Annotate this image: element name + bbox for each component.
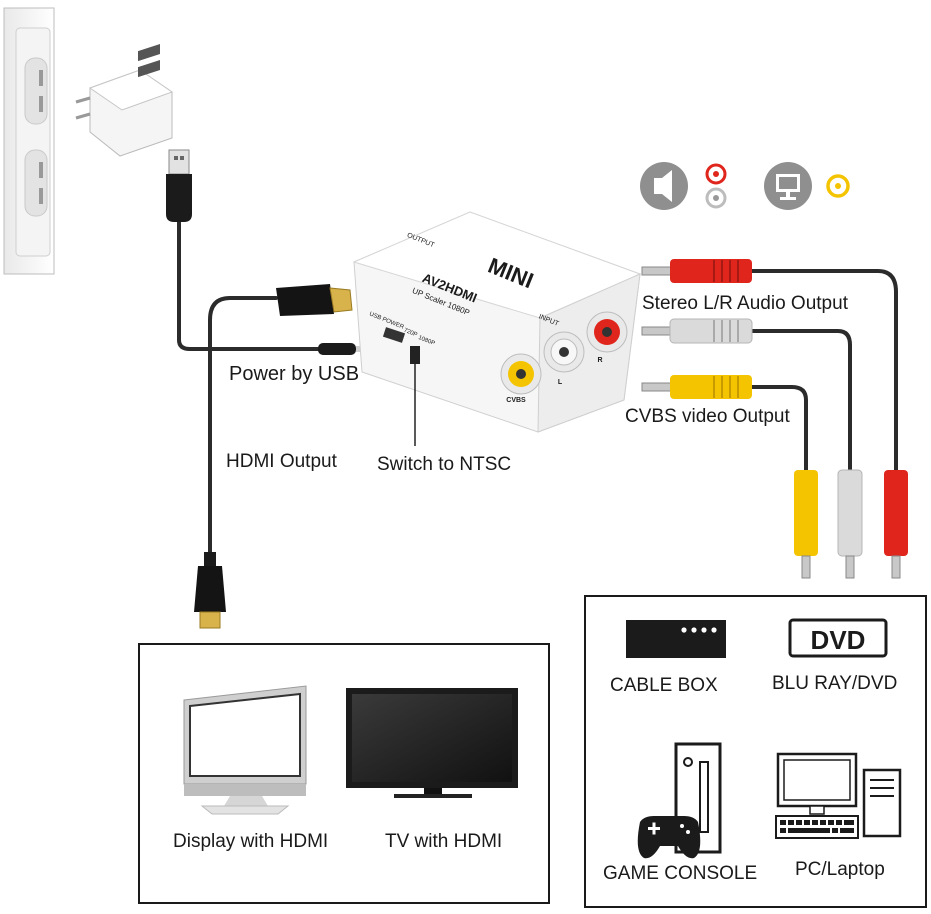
game-controller-icon	[637, 816, 701, 859]
usb-wall-adapter-icon	[75, 44, 174, 157]
bluray-dvd-label: BLU RAY/DVD	[772, 673, 898, 694]
speaker-icon	[640, 162, 688, 210]
tv-with-hdmi-label: TV with HDMI	[385, 831, 503, 852]
micro-usb-plug	[318, 343, 366, 355]
rca-plug-red	[641, 259, 752, 283]
stereo-audio-output-label: Stereo L/R Audio Output	[642, 293, 848, 314]
hdmi-plug-top	[276, 284, 353, 316]
game-console-label: GAME CONSOLE	[603, 863, 758, 884]
pc-laptop-label: PC/Laptop	[795, 859, 885, 880]
video-jack-icon	[826, 174, 850, 198]
tv-illustration	[346, 688, 518, 798]
device-cvbs-label: CVBS	[506, 397, 526, 404]
dvd-logo	[788, 618, 888, 658]
rca-plug-white	[641, 318, 753, 344]
hdmi-plug-bottom	[194, 552, 226, 629]
cvbs-video-output-label: CVBS video Output	[625, 406, 790, 427]
power-by-usb-label: Power by USB	[229, 363, 360, 385]
hdmi-output-label: HDMI Output	[226, 451, 337, 472]
usb-plug	[166, 149, 192, 222]
wall-outlet	[3, 7, 55, 275]
switch-to-ntsc-label: Switch to NTSC	[377, 454, 512, 475]
pc-illustration	[776, 752, 902, 838]
device-left-label: L	[558, 379, 563, 386]
display-with-hdmi-label: Display with HDMI	[173, 831, 329, 852]
source-devices-panel	[584, 595, 927, 908]
cables	[177, 220, 898, 554]
monitor-illustration	[183, 685, 307, 815]
av2hdmi-converter	[352, 211, 642, 446]
audio-jack-pair-icon	[705, 163, 727, 209]
rca-plug-yellow	[641, 375, 752, 399]
device-right-label: R	[597, 357, 602, 364]
cable-box-label: CABLE BOX	[610, 675, 718, 696]
cable-box-illustration	[626, 620, 726, 658]
hdmi-devices-panel	[138, 643, 550, 904]
dvd-logo-text: DVD	[811, 625, 866, 655]
rca-plug-yellow-vertical	[794, 470, 818, 579]
rca-plug-red-vertical	[884, 470, 908, 579]
monitor-icon	[764, 162, 812, 210]
keyboard-icon	[775, 815, 859, 839]
device-720p-label: 720P	[403, 328, 418, 339]
rca-plug-white-vertical	[837, 469, 863, 579]
